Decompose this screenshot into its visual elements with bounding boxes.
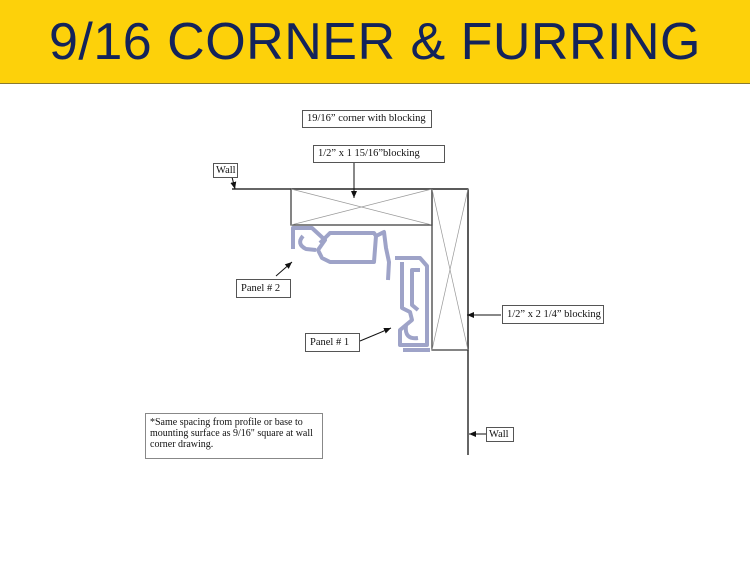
header-banner: 9/16 CORNER & FURRING [0,0,750,84]
panel-2-profile [291,226,391,281]
top-blocking-label: 1/2” x 1 15/16”blocking [313,145,445,163]
wall-top-arrow [230,176,237,190]
side-blocking [431,188,469,351]
panel-2-arrow [275,261,293,277]
side-blocking-label: 1/2” x 2 1/4” blocking [502,305,604,324]
spacing-note: *Same spacing from profile or base to mo… [145,413,323,459]
panel-1-label: Panel # 1 [305,333,360,352]
panel-1-profile [395,256,430,352]
diagram-caption: 19/16” corner with blocking [302,110,432,128]
panel-1-arrow [359,327,392,342]
wall-bottom-label: Wall [486,427,514,442]
panel-2-label: Panel # 2 [236,279,291,298]
page-title: 9/16 CORNER & FURRING [49,12,701,71]
wall-top-label: Wall [213,163,238,178]
